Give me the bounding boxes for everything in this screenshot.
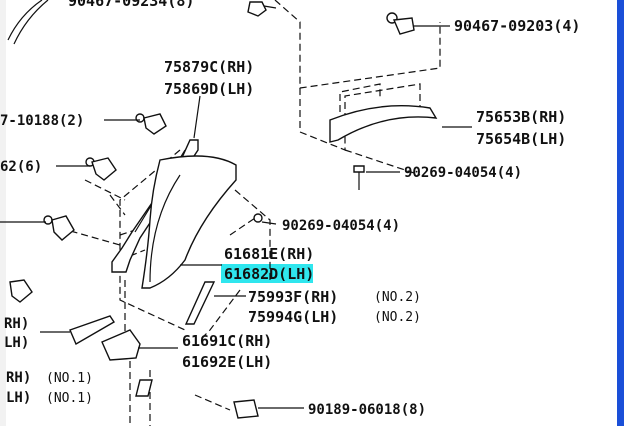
mudguard-61691c (101, 329, 141, 361)
callout-75879c[interactable]: 75879C(RH) (164, 58, 254, 76)
wheel-arch-molding (329, 105, 438, 143)
strip-75993f (184, 281, 216, 325)
clip-icon (85, 157, 117, 181)
note-no2-a: (NO.2) (374, 290, 421, 305)
callout-rh-no1[interactable]: RH) (6, 370, 31, 386)
callout-61692e[interactable]: 61692E(LH) (182, 353, 272, 371)
clip-icon (9, 279, 33, 303)
screw-icon (253, 213, 277, 225)
callout-75653b[interactable]: 75653B(RH) (476, 108, 566, 126)
callout-lh-left[interactable]: LH) (4, 335, 29, 351)
callout-75993f[interactable]: 75993F(RH) (248, 288, 338, 306)
callout-clip-right[interactable]: 90467-09203(4) (454, 17, 580, 35)
callout-75994g[interactable]: 75994G(LH) (248, 308, 338, 326)
piece-no1 (135, 379, 153, 397)
callout-top-clip[interactable]: 90467-09234(8) (68, 0, 194, 10)
fender-liner-61681e (141, 155, 237, 289)
right-frame-strip (617, 0, 624, 426)
callout-clip-62[interactable]: 62(6) (0, 159, 42, 175)
callout-61681e[interactable]: 61681E(RH) (224, 245, 314, 263)
screw-icon (353, 165, 365, 190)
leader-lines (0, 95, 472, 349)
highlight-61682d (221, 264, 313, 283)
left-frame-strip (0, 0, 6, 426)
note-no1-b: (NO.1) (46, 391, 93, 406)
callout-clip-10188[interactable]: 7-10188(2) (0, 113, 84, 129)
callout-screw-mid[interactable]: 90269-04054(4) (282, 218, 400, 234)
bolt-icon (233, 399, 304, 419)
panel-arc (7, 0, 43, 41)
clip-icon (135, 113, 167, 135)
clip-icon (386, 12, 450, 35)
strip-left (69, 315, 115, 346)
callout-75654b[interactable]: 75654B(LH) (476, 130, 566, 148)
callout-lh-no1[interactable]: LH) (6, 390, 31, 406)
callout-75869d[interactable]: 75869D(LH) (164, 80, 254, 98)
note-no1-a: (NO.1) (46, 371, 93, 386)
callout-screw-upper[interactable]: 90269-04054(4) (404, 165, 522, 181)
callout-61682d[interactable]: 61682D(LH) (224, 265, 314, 283)
callout-61691c[interactable]: 61691C(RH) (182, 332, 272, 350)
clip-icon (247, 1, 277, 17)
clip-icon (43, 215, 75, 241)
dashed-outlines (59, 0, 441, 426)
callout-bolt-bottom[interactable]: 90189-06018(8) (308, 402, 426, 418)
callout-rh-left[interactable]: RH) (4, 316, 29, 332)
note-no2-b: (NO.2) (374, 310, 421, 325)
